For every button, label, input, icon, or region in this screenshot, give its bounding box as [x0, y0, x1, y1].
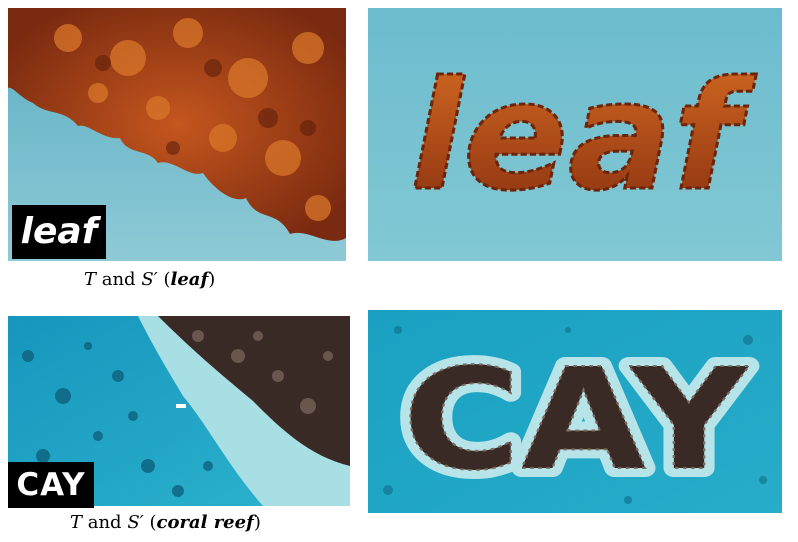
leaf-stylized-output: leaf — [368, 8, 782, 261]
cay-stylized-output: CAY CAY — [368, 310, 782, 513]
caption-cay-style: coral reef — [156, 512, 254, 533]
leaf-output-text: leaf — [410, 50, 756, 224]
caption-leaf-and: and — [96, 269, 142, 290]
caption-cay-t: T — [70, 512, 83, 533]
caption-leaf-s: S′ — [141, 269, 158, 290]
caption-leaf-close: ) — [208, 269, 216, 290]
cay-text-mask-label: CAY — [8, 462, 94, 508]
caption-leaf-open: ( — [157, 269, 171, 290]
caption-cay-and: and — [82, 512, 128, 533]
caption-leaf-t: T — [84, 269, 97, 290]
caption-cay-open: ( — [143, 512, 157, 533]
caption-leaf-style: leaf — [170, 269, 209, 290]
leaf-text-mask-label: leaf — [12, 205, 106, 259]
cay-output-text: CAY — [403, 339, 750, 502]
cay-output-text-halo: CAY — [403, 339, 750, 502]
caption-leaf: T and S′ (leaf) — [84, 269, 215, 290]
caption-cay-close: ) — [253, 512, 261, 533]
caption-cay-s: S′ — [127, 512, 144, 533]
caption-coral-reef: T and S′ (coral reef) — [70, 512, 261, 533]
